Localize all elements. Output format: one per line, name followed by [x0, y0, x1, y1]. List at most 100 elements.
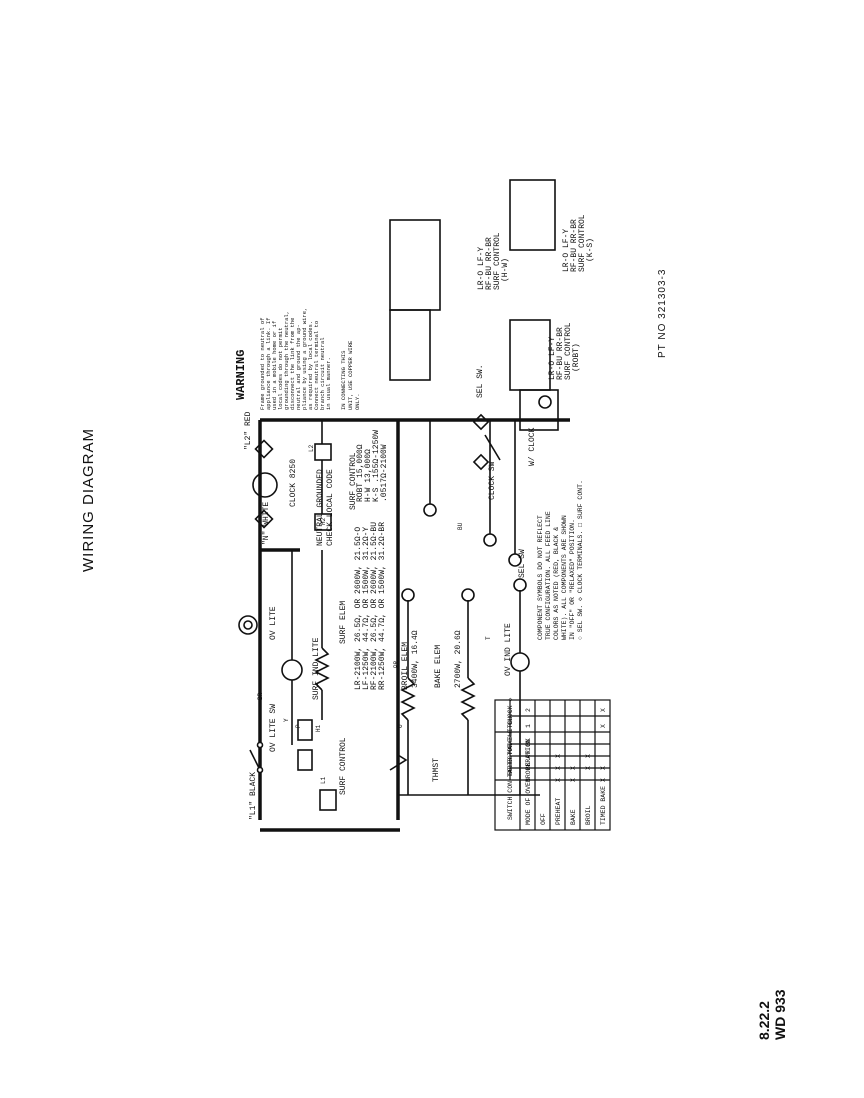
switch-table-title: SWITCH CON-TACTS MADE: [507, 738, 514, 820]
inset-surf-control-ks: [509, 179, 556, 251]
copper-note: IN CONNECTING THIS: [340, 350, 347, 410]
surf-elem-coil: [314, 647, 330, 691]
bake-elem-label: BAKE ELEM: [434, 645, 443, 688]
inset-robt-legend: LR-O LF-Y: [548, 337, 557, 380]
switch-table-subheader: PR: [525, 750, 532, 758]
sel-sw-label: SEL SW: [518, 549, 527, 578]
switch-table-subheader: BR: [525, 774, 532, 782]
thermostat-symbol: [389, 754, 408, 771]
wire-color-pr: PR: [393, 660, 400, 668]
bake-sel-sw-contact: [461, 588, 475, 602]
clock-motor: [252, 472, 278, 498]
bake-rating-label: 2700W, 20.6Ω: [454, 630, 463, 688]
surf-ind-lite-label: SURF IND LITE: [312, 637, 321, 700]
switch-table-row-preheat: PREHEAT: [555, 798, 562, 825]
bake-element-coil: [460, 677, 476, 721]
wire-color-bu: BU: [457, 522, 464, 530]
note-line: COLORS AS NOTED (RED, BLACK &: [553, 527, 560, 640]
clock-sw-label: CLOCK SW: [488, 461, 497, 500]
broil-element-coil: [400, 677, 416, 721]
clock-label: CLOCK 8250: [289, 459, 298, 507]
neutral-note-2: CHECK LOCAL CODE: [326, 469, 335, 546]
inset-surf-control-hw: [389, 219, 441, 311]
switch-table: [494, 699, 611, 831]
ov-lite-bulb: [238, 615, 258, 635]
inset-ks-legend: RF-BU RR-BR: [570, 219, 579, 272]
rating-rf: RF-2100W, 26.5Ω, OR 2600W, 21.5Ω-BU: [370, 522, 379, 690]
switch-table-header-clock: CLOCK ◇: [507, 698, 514, 725]
switch-table-row-off: OFF: [540, 813, 547, 825]
w-clock-label: W/ CLOCK: [528, 427, 537, 466]
table-mark: X: [600, 708, 607, 712]
rating-lr: LR-2100W, 26.5Ω, OR 2600W, 21.5Ω-O: [354, 527, 363, 690]
inset-ks-caption: SURF CONTROL: [578, 214, 587, 272]
surf-control-rating-ks: K-S .155Ω-1250W: [372, 430, 381, 502]
inset-hw-caption: SURF CONTROL: [493, 232, 502, 290]
ov-ind-lite: [510, 652, 530, 672]
surf-control-label-2: SURF CONTROL: [349, 452, 358, 510]
ov-lite-label: OV LITE: [269, 606, 278, 640]
warning-line: neutral and ground the ap-: [295, 324, 302, 410]
wire-color-y: Y: [283, 718, 290, 722]
warning-line: used in a mobile home or if: [271, 321, 278, 410]
surf-control-l2-box: [314, 443, 332, 461]
broil-elem-label: BROIL ELEM: [401, 642, 410, 690]
inset-robt-caption: SURF CONTROL: [564, 322, 573, 380]
switch-table-header-mode: MODE OF OVEN OPERATION: [525, 739, 532, 825]
switch-table-row-broil: BROIL: [585, 805, 592, 825]
ov-lite-sw-label: OV LITE SW: [269, 704, 278, 752]
note-line: WHITE). ALL COMPONENTS ARE SHOWN: [561, 515, 568, 640]
table-mark: X: [555, 754, 562, 758]
warning-line: grounding through the neutral,: [283, 311, 290, 410]
surf-ind-lite: [281, 659, 303, 681]
rating-lf: LF-1250W, 44.7Ω, OR 1500W, 31.2Ω-Y: [362, 527, 371, 690]
surf-elem-label: SURF ELEM: [339, 601, 348, 644]
broil-sel-sw-contact: [401, 588, 415, 602]
surf-control-rating-hw: H-W 13,000Ω: [364, 449, 373, 502]
copper-note: ONLY.: [354, 393, 361, 410]
wire-color-h2: H2: [320, 517, 327, 525]
surf-control-label: SURF CONTROL: [339, 737, 348, 795]
warning-heading: WARNING: [234, 350, 248, 400]
switch-table-subheader: BK: [525, 738, 532, 746]
ov-ind-lite-label: OV IND LITE: [504, 623, 513, 676]
w-clock-box: [519, 389, 559, 431]
l2-label: "L2" RED: [244, 411, 253, 450]
surf-control-h2-box: [314, 513, 332, 531]
switch-table-header-selector: SELECTOR SWITCH ○: [507, 709, 514, 775]
table-mark: X: [570, 778, 577, 782]
broil-rating-label: 3400W, 16.4Ω: [411, 630, 420, 688]
surf-control-rating-ks2: .0517Ω-2100W: [380, 444, 389, 502]
switch-table-subheader: 2: [525, 708, 532, 712]
surf-control-rating-robt: ROBT 15,000Ω: [356, 444, 365, 502]
switch-table-row-bake: BAKE: [570, 809, 577, 825]
inset-sel-sw: [389, 309, 431, 381]
wire-color-l2: L2: [308, 444, 315, 452]
warning-line: branch circuit neutral: [319, 337, 326, 410]
warning-line: as required by local codes.: [307, 321, 314, 410]
table-mark: X: [570, 766, 577, 770]
warning-line: disconnect the link from the: [289, 318, 296, 410]
note-line: TRUE CONFIGURATION. ALL FEED LINE: [545, 511, 552, 640]
table-mark: X: [555, 766, 562, 770]
note-line: IN "OFF" OR "RELAXED" POSITION.: [569, 519, 576, 640]
inset-ks-variant: (K-S): [586, 238, 595, 262]
n-label: "N" WHITE: [262, 502, 271, 545]
switch-table-row-timed-bake: TIMED BAKE: [600, 786, 607, 825]
inset-hw-legend: LR-O LF-Y: [477, 247, 486, 290]
wire-color-l1: L1: [320, 776, 327, 784]
warning-line: pliance by using a ground wire,: [301, 308, 308, 410]
switch-table-subheader: 1: [525, 724, 532, 728]
inset-robt-legend: RF-BU RR-BR: [556, 327, 565, 380]
table-mark: X: [585, 754, 592, 758]
table-mark: X: [555, 778, 562, 782]
surf-control-l1-box: [319, 789, 337, 811]
inset-surf-control-robt: [509, 319, 551, 391]
clock-terminal-2: [254, 439, 274, 459]
inset-robt-variant: (ROBT): [572, 343, 581, 372]
warning-line: in usual manner.: [325, 357, 332, 410]
surf-control-h1-box: [297, 719, 313, 741]
inset-sel-sw-caption: SEL SW.: [476, 364, 485, 398]
